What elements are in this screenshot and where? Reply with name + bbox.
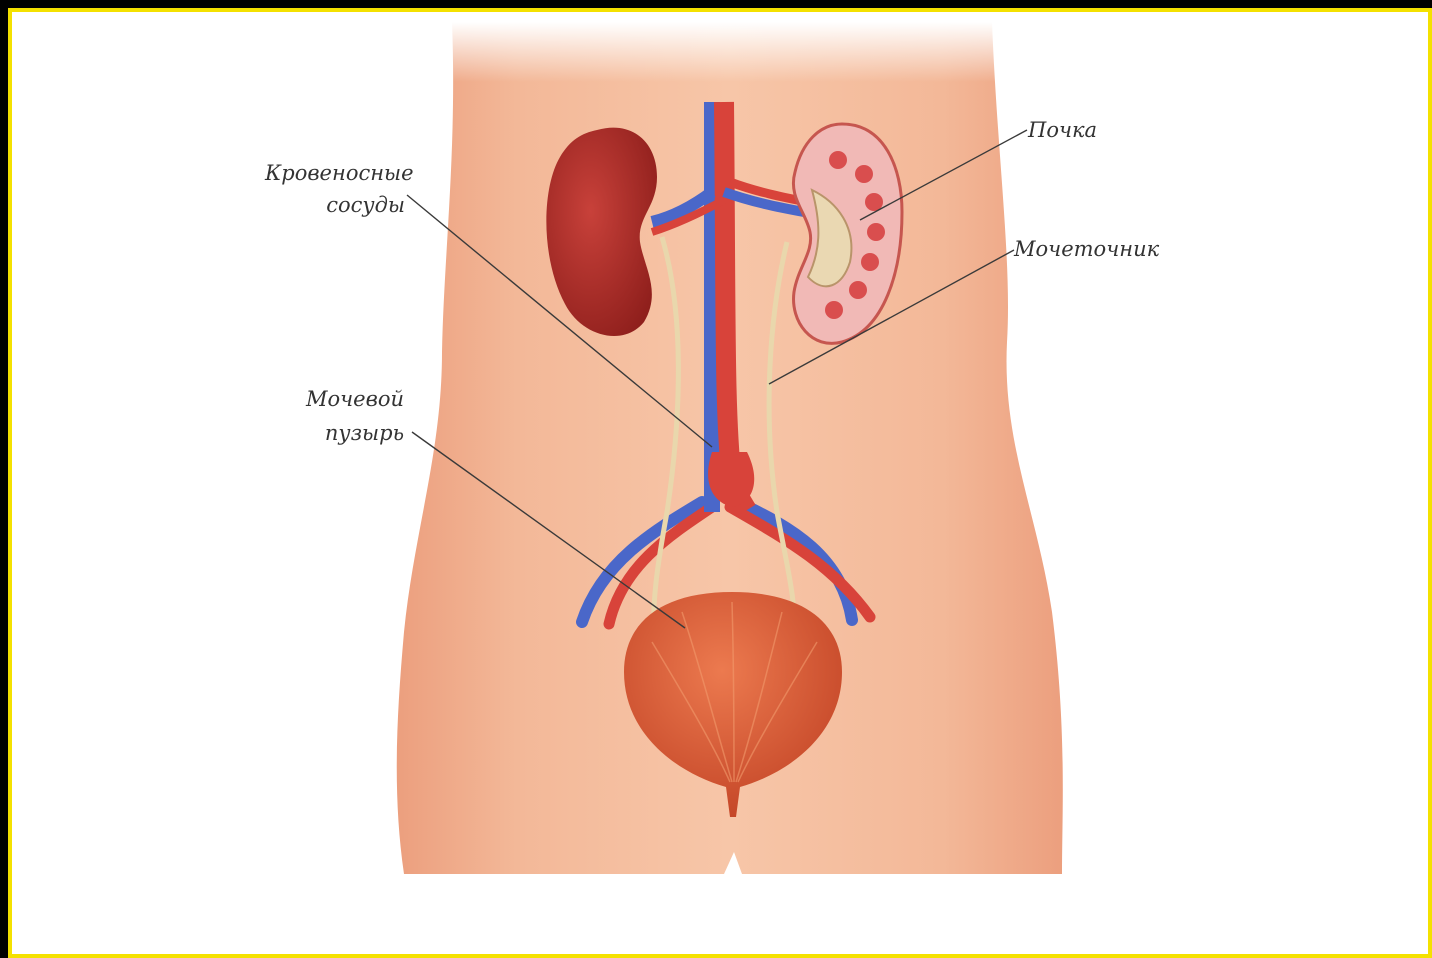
label-ureter: Мочеточник (1014, 234, 1159, 264)
label-blood-vessels-line1: Кровеносные (265, 158, 405, 188)
label-bladder-line1: Мочевой (272, 384, 404, 414)
label-bladder-line2: пузырь (272, 418, 404, 448)
torso-top-fade (442, 22, 1002, 82)
label-kidney: Почка (1028, 115, 1097, 145)
urinary-system-illustration (12, 12, 1432, 958)
image-area: Кровеносные сосуды Почка Мочеточник Моче… (8, 8, 1432, 958)
label-blood-vessels-line2: сосуды (265, 190, 405, 220)
